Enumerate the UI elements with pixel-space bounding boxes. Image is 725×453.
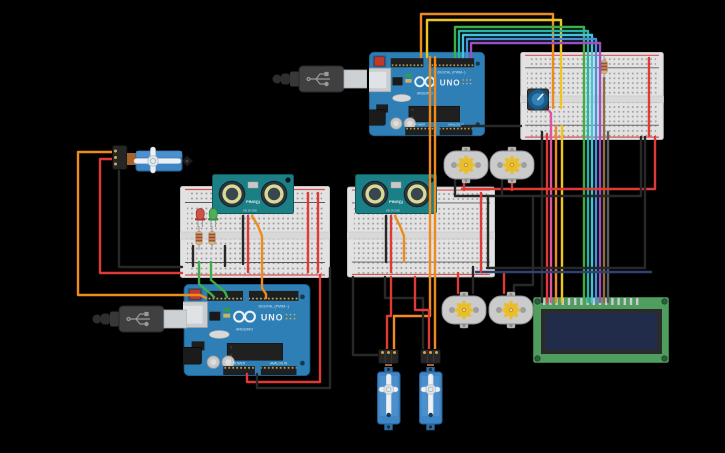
ultrasonic-sensor-left[interactable] xyxy=(212,174,294,221)
servo1-power-wire[interactable] xyxy=(385,275,393,357)
lcd-display-16x2[interactable] xyxy=(533,297,669,363)
servo2-gnd-wire[interactable] xyxy=(383,275,425,357)
gnd-right-drop-wire[interactable] xyxy=(485,135,647,270)
power-black-bus-wire[interactable] xyxy=(453,135,643,198)
digital-green-wire[interactable] xyxy=(453,25,586,304)
potentiometer[interactable] xyxy=(527,88,550,111)
servo-connector-1[interactable] xyxy=(378,349,399,367)
us-mid-sig-wire[interactable] xyxy=(393,214,406,264)
servo2-power-wire[interactable] xyxy=(413,275,431,357)
arduino2-gnd-wire[interactable] xyxy=(255,266,332,390)
arduino2-5v-wire[interactable] xyxy=(245,273,322,384)
dc-motor-2[interactable] xyxy=(489,146,535,184)
digital-teal-wire[interactable] xyxy=(457,29,590,304)
micro-servo-2[interactable] xyxy=(419,367,443,431)
usb-cable-bottom[interactable] xyxy=(92,305,188,333)
arduino-uno-top[interactable] xyxy=(365,51,485,137)
servo1-gnd-wire[interactable] xyxy=(351,275,383,358)
servo-left-signal-wire[interactable] xyxy=(76,150,208,300)
digital-cyan-wire[interactable] xyxy=(461,33,594,304)
servo-left-power-wire[interactable] xyxy=(98,157,184,275)
dc-motor-3[interactable] xyxy=(441,291,487,329)
digital-purple-wire[interactable] xyxy=(469,41,602,304)
micro-servo-left[interactable] xyxy=(112,145,194,174)
wires-layer xyxy=(76,12,657,390)
power-red-bus-wire[interactable] xyxy=(460,135,657,191)
arduino-uno-bottom[interactable] xyxy=(180,284,311,376)
servo-left-gnd-wire[interactable] xyxy=(117,169,184,269)
servo-signal-a-wire[interactable] xyxy=(392,55,432,357)
servo-connector-2[interactable] xyxy=(420,349,441,367)
led-green-wire-1-wire[interactable] xyxy=(197,260,216,299)
micro-servo-1[interactable] xyxy=(377,367,401,431)
ultrasonic-sensor-middle[interactable] xyxy=(355,174,437,221)
digital-yellow-wire[interactable] xyxy=(425,18,563,110)
usb-cable-top[interactable] xyxy=(272,65,368,93)
dc-motor-1[interactable] xyxy=(443,146,489,184)
digital-orange-wire[interactable] xyxy=(419,12,555,110)
led-green-wire-2-wire[interactable] xyxy=(209,260,229,299)
motor4-black-wire[interactable] xyxy=(512,195,535,295)
dc-motor-4[interactable] xyxy=(488,291,534,329)
components-layer xyxy=(92,51,669,376)
digital-blue-wire[interactable] xyxy=(465,37,598,304)
us-left-sig-wire[interactable] xyxy=(250,214,268,300)
